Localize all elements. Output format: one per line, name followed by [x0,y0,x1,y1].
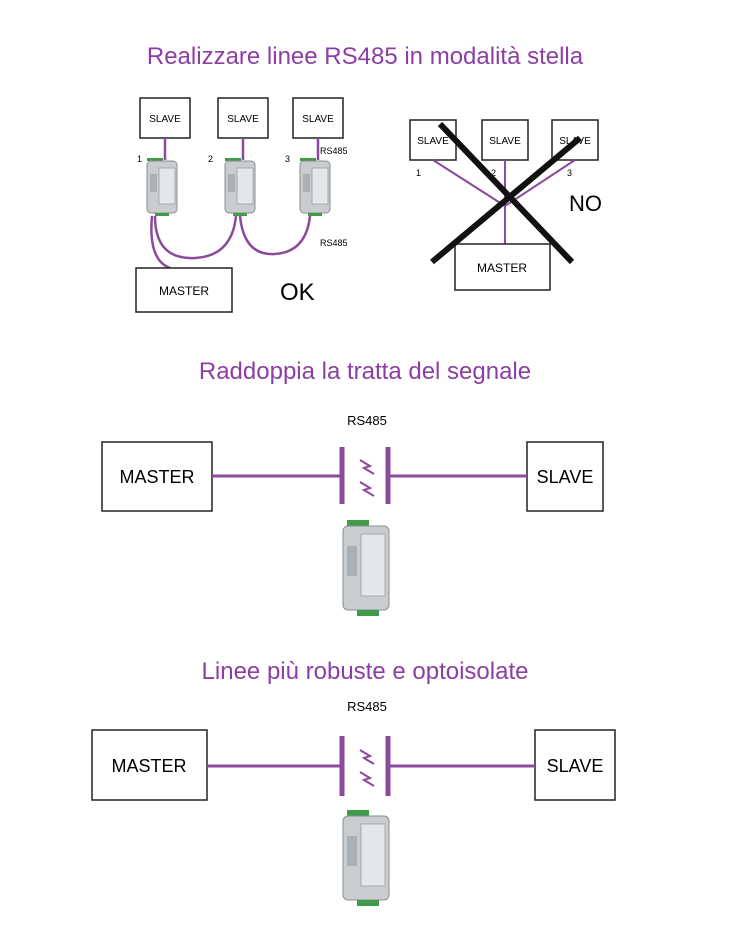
isolation-arrows-icon [359,459,375,497]
master-label: MASTER [159,284,209,298]
slave-label: SLAVE [149,114,181,125]
repeater-device-icon [342,809,390,907]
slave-label: SLAVE [302,114,334,125]
repeater-diagram-2: RS485 MASTER SLAVE [91,699,616,907]
slave-label: SLAVE [537,467,594,487]
section-title-repeater: Raddoppia la tratta del segnale [198,358,532,385]
node-number: 1 [416,168,421,178]
master-label: MASTER [119,467,194,487]
star-no-diagram: SLAVE SLAVE SLAVE 1 2 3 MASTER NO [409,119,602,291]
verdict-no: NO [569,191,602,216]
isolation-arrows-icon [359,749,375,787]
master-box [91,729,208,801]
master-box [101,441,213,512]
master-box [135,267,233,313]
rs485-label: RS485 [320,238,348,248]
slave-label: SLAVE [547,756,604,776]
slave-label: SLAVE [489,136,521,147]
slave-box [139,97,191,139]
node-number: 2 [208,154,213,164]
repeater-diagram-1: RS485 MASTER SLAVE [101,413,604,617]
repeater-device-icon [146,157,178,217]
rs485-label: RS485 [347,699,387,714]
section-title-isolation: Linee più robuste e optoisolate [201,658,529,685]
node-number: 1 [137,154,142,164]
node-number: 3 [567,168,572,178]
master-label: MASTER [477,261,527,275]
slave-label: SLAVE [417,136,449,147]
section-title-star: Realizzare linee RS485 in modalità stell… [146,43,584,70]
rs485-label: RS485 [320,146,348,156]
cross-icon [437,121,575,265]
master-box [454,243,551,291]
rs485-label: RS485 [347,413,387,428]
star-ok-diagram: SLAVE SLAVE SLAVE 1 2 3 RS485 RS485 MAST… [135,97,348,313]
repeater-device-icon [224,157,256,217]
node-number: 3 [285,154,290,164]
repeater-device-icon [299,157,331,217]
master-label: MASTER [111,756,186,776]
node-number: 2 [491,168,496,178]
repeater-device-icon [342,519,390,617]
cross-icon [430,135,582,265]
slave-label: SLAVE [227,114,259,125]
verdict-ok: OK [280,279,315,306]
slave-box [526,441,604,512]
